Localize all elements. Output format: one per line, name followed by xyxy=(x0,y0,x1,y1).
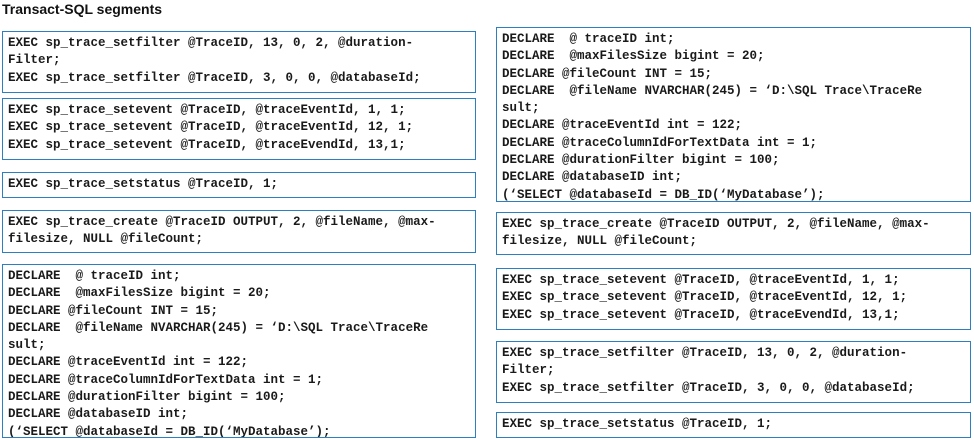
code-line: Filter; xyxy=(502,363,555,378)
code-line: EXEC sp_trace_setfilter @TraceID, 13, 0,… xyxy=(8,36,414,50)
code-line: EXEC sp_trace_setfilter @TraceID, 13, 0,… xyxy=(502,346,908,360)
code-line: EXEC sp_trace_create @TraceID OUTPUT, 2,… xyxy=(8,215,436,229)
segment-right-5[interactable]: EXEC sp_trace_setstatus @TraceID, 1; xyxy=(496,412,971,438)
code-line: DECLARE @fileName NVARCHAR(245) = ‘D:\SQ… xyxy=(502,83,923,98)
code-line: EXEC sp_trace_setevent @TraceID, @traceE… xyxy=(8,103,406,117)
code-line: DECLARE @traceEventId int = 122; xyxy=(8,355,249,370)
segment-left-1[interactable]: EXEC sp_trace_setfilter @TraceID, 13, 0,… xyxy=(2,31,476,93)
code-line: EXEC sp_trace_setevent @TraceID, @traceE… xyxy=(8,137,406,152)
segment-left-4[interactable]: EXEC sp_trace_create @TraceID OUTPUT, 2,… xyxy=(2,210,476,253)
code-line: EXEC sp_trace_setstatus @TraceID, 1; xyxy=(8,177,279,191)
code-line: DECLARE @traceEventId int = 122; xyxy=(502,118,743,133)
code-line: DECLARE @durationFilter bigint = 100; xyxy=(8,390,286,405)
segment-right-1[interactable]: DECLARE @ traceID int; DECLARE @maxFiles… xyxy=(496,27,971,202)
code-line: EXEC sp_trace_setevent @TraceID, @traceE… xyxy=(502,307,900,322)
code-line: DECLARE @maxFilesSize bigint = 20; xyxy=(502,49,765,64)
code-line: DECLARE @ traceID int; xyxy=(502,32,675,46)
code-line: DECLARE @ traceID int; xyxy=(8,269,181,283)
segment-right-3[interactable]: EXEC sp_trace_setevent @TraceID, @traceE… xyxy=(496,268,971,330)
code-line: EXEC sp_trace_create @TraceID OUTPUT, 2,… xyxy=(502,217,930,231)
code-line: DECLARE @fileCount INT = 15; xyxy=(502,66,713,81)
code-line: EXEC sp_trace_setfilter @TraceID, 3, 0, … xyxy=(8,70,421,85)
segment-left-3[interactable]: EXEC sp_trace_setstatus @TraceID, 1; xyxy=(2,172,476,198)
code-line: DECLARE @fileName NVARCHAR(245) = ‘D:\SQ… xyxy=(8,320,429,335)
code-line: (‘SELECT @databaseId = DB_ID(‘MyDatabase… xyxy=(8,424,331,438)
segment-left-5[interactable]: DECLARE @ traceID int; DECLARE @maxFiles… xyxy=(2,264,476,438)
code-line: DECLARE @traceColumnIdForTextData int = … xyxy=(8,372,324,387)
code-line: DECLARE @databaseID int; xyxy=(8,407,189,422)
segment-right-2[interactable]: EXEC sp_trace_create @TraceID OUTPUT, 2,… xyxy=(496,212,971,255)
code-line: DECLARE @durationFilter bigint = 100; xyxy=(502,153,780,168)
page-title: Transact-SQL segments xyxy=(2,1,163,17)
code-line: filesize, NULL @fileCount; xyxy=(502,234,698,249)
code-line: filesize, NULL @fileCount; xyxy=(8,232,204,247)
code-line: EXEC sp_trace_setevent @TraceID, @traceE… xyxy=(8,120,414,135)
code-line: (‘SELECT @databaseId = DB_ID(‘MyDatabase… xyxy=(502,187,825,202)
segment-left-2[interactable]: EXEC sp_trace_setevent @TraceID, @traceE… xyxy=(2,98,476,160)
code-line: DECLARE @traceColumnIdForTextData int = … xyxy=(502,135,818,150)
code-line: DECLARE @fileCount INT = 15; xyxy=(8,303,219,318)
code-line: sult; xyxy=(8,338,46,353)
code-line: EXEC sp_trace_setstatus @TraceID, 1; xyxy=(502,417,773,431)
code-line: EXEC sp_trace_setfilter @TraceID, 3, 0, … xyxy=(502,380,915,395)
code-line: EXEC sp_trace_setevent @TraceID, @traceE… xyxy=(502,273,900,287)
segment-right-4[interactable]: EXEC sp_trace_setfilter @TraceID, 13, 0,… xyxy=(496,341,971,403)
code-line: DECLARE @maxFilesSize bigint = 20; xyxy=(8,286,271,301)
code-line: sult; xyxy=(502,101,540,116)
code-line: DECLARE @databaseID int; xyxy=(502,170,683,185)
code-line: EXEC sp_trace_setevent @TraceID, @traceE… xyxy=(502,290,908,305)
code-line: Filter; xyxy=(8,53,61,68)
